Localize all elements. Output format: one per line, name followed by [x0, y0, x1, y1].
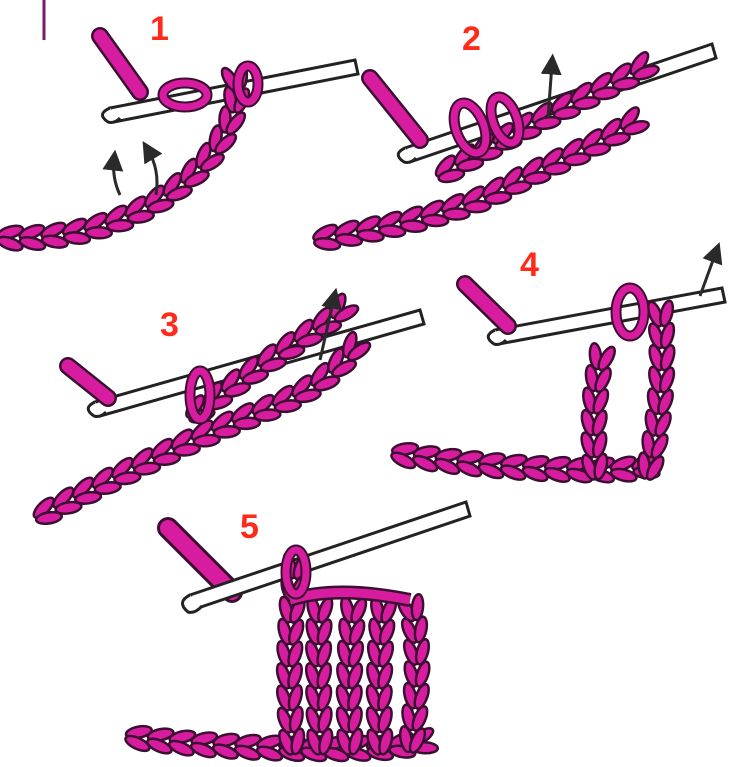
step-1-number: 1 [150, 10, 169, 48]
step-4-chain [389, 442, 660, 485]
step-5-number: 5 [240, 508, 259, 546]
step-3-panel: 3 [31, 292, 424, 526]
step-2-number: 2 [462, 20, 481, 58]
step-5-post-2 [304, 596, 335, 757]
step-5-post-4 [364, 596, 399, 757]
step-5-panel: 5 [123, 502, 470, 764]
step-1-arrow-icon [114, 160, 120, 195]
step-4-number: 4 [520, 246, 539, 284]
step-2-panel: 2 [311, 20, 716, 251]
step-5-post-3 [334, 596, 369, 757]
step-4-hook-icon [488, 288, 725, 345]
step-4-panel: 4 [389, 246, 725, 485]
stitch-loop [349, 596, 369, 624]
step-3-number: 3 [160, 306, 179, 344]
step-1-panel: 1 [0, 10, 358, 253]
